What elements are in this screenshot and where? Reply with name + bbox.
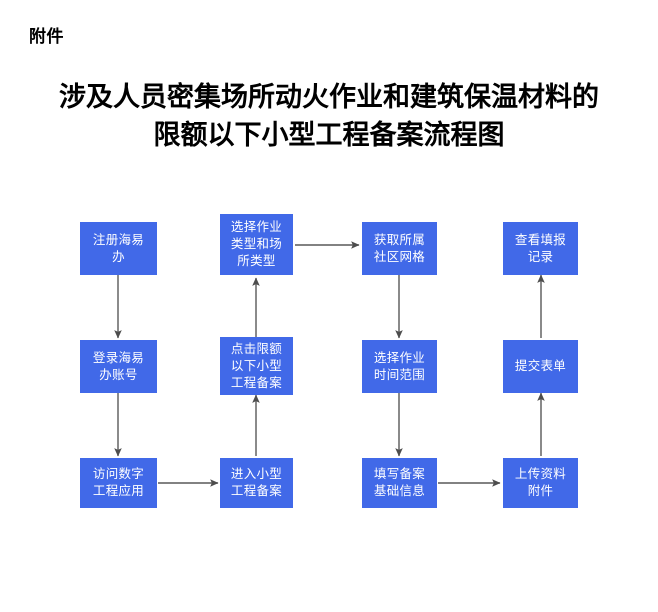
page-title: 涉及人员密集场所动火作业和建筑保温材料的 限额以下小型工程备案流程图 <box>0 78 658 154</box>
flow-node-label: 点击限额 以下小型 工程备案 <box>230 341 283 390</box>
flow-node-click-below-quota-small-project[interactable]: 点击限额 以下小型 工程备案 <box>220 337 293 395</box>
flow-node-enter-small-project-filing[interactable]: 进入小型 工程备案 <box>220 458 293 508</box>
flow-node-submit-form[interactable]: 提交表单 <box>503 340 578 393</box>
flow-node-label: 查看填报 记录 <box>514 232 567 264</box>
flow-node-label: 选择作业 类型和场 所类型 <box>230 220 283 268</box>
flow-node-label: 上传资料 附件 <box>514 467 567 498</box>
title-line-1: 涉及人员密集场所动火作业和建筑保温材料的 <box>59 82 599 112</box>
flow-node-view-filing-records[interactable]: 查看填报 记录 <box>503 222 578 275</box>
flow-node-label: 填写备案 基础信息 <box>373 467 426 498</box>
flow-node-register-haiyiban[interactable]: 注册海易 办 <box>80 222 157 275</box>
flow-node-label: 登录海易 办账号 <box>92 350 145 382</box>
flow-node-get-community-grid[interactable]: 获取所属 社区网格 <box>362 222 437 275</box>
flow-node-login-account[interactable]: 登录海易 办账号 <box>80 340 157 393</box>
flow-node-upload-attachments[interactable]: 上传资料 附件 <box>503 458 578 508</box>
flow-node-label: 注册海易 办 <box>92 232 145 264</box>
flow-node-select-work-and-site-type[interactable]: 选择作业 类型和场 所类型 <box>220 214 293 275</box>
attachment-label: 附件 <box>29 27 64 46</box>
flow-node-label: 获取所属 社区网格 <box>373 232 426 264</box>
flow-node-label: 提交表单 <box>514 359 567 373</box>
flow-node-label: 进入小型 工程备案 <box>230 467 283 498</box>
flowchart-canvas: 注册海易 办 登录海易 办账号 访问数字 工程应用 进入小型 工程备案 点击限额… <box>0 195 658 535</box>
flow-node-visit-digital-engineering-app[interactable]: 访问数字 工程应用 <box>80 458 157 508</box>
flow-node-label: 访问数字 工程应用 <box>92 467 145 498</box>
flow-node-fill-basic-filing-info[interactable]: 填写备案 基础信息 <box>362 458 437 508</box>
flow-node-label: 选择作业 时间范围 <box>373 350 426 382</box>
flow-node-select-work-time-range[interactable]: 选择作业 时间范围 <box>362 340 437 393</box>
title-line-2: 限额以下小型工程备案流程图 <box>153 120 505 150</box>
